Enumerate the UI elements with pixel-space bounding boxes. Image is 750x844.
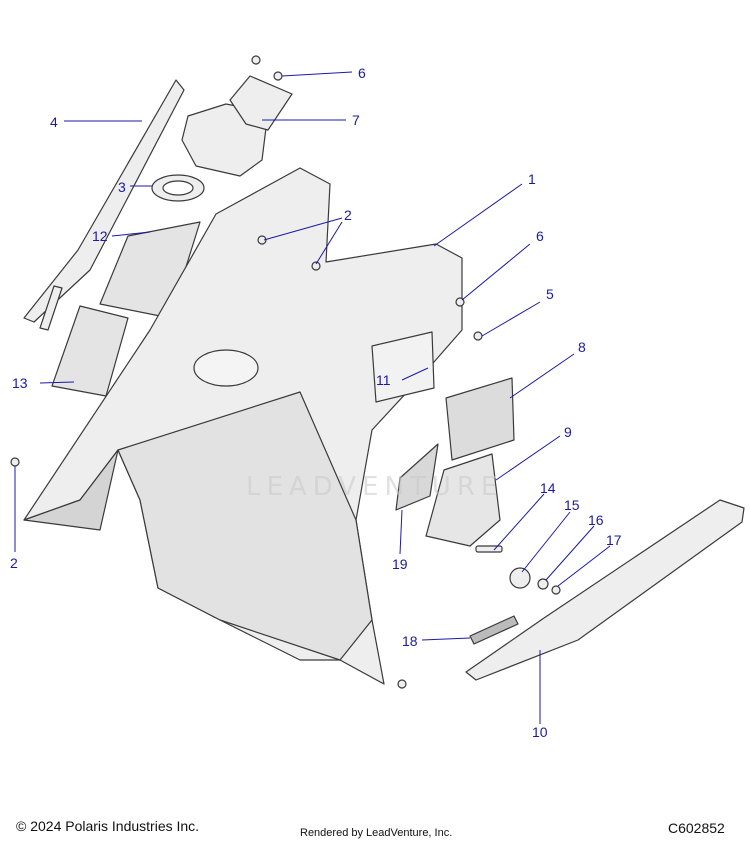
part-9-glove-box xyxy=(425,453,501,547)
part-14-bolt xyxy=(475,545,503,553)
leader-18 xyxy=(421,637,471,641)
part-17-nut xyxy=(551,585,561,595)
callout-13[interactable]: 13 xyxy=(12,375,28,391)
leader-6b xyxy=(461,243,531,301)
part-4-trim-strip xyxy=(23,79,185,323)
callout-1[interactable]: 1 xyxy=(528,171,536,187)
part-11-access-panel xyxy=(371,331,435,403)
leader-17 xyxy=(557,545,611,587)
leader-2a-2 xyxy=(315,221,343,265)
callout-10[interactable]: 10 xyxy=(532,724,548,740)
leader-11 xyxy=(401,367,429,381)
copyright-text: © 2024 Polaris Industries Inc. xyxy=(16,818,200,834)
leader-13 xyxy=(39,381,75,384)
leader-9 xyxy=(495,435,561,481)
leader-12 xyxy=(111,231,151,237)
part-1-left-leg xyxy=(23,449,119,531)
leader-6a xyxy=(281,71,353,77)
callout-2a[interactable]: 2 xyxy=(344,207,352,223)
leader-16 xyxy=(545,525,595,581)
callout-12[interactable]: 12 xyxy=(92,228,108,244)
fastener-2b xyxy=(10,457,20,467)
part-1-cup xyxy=(193,349,259,387)
callout-11[interactable]: 11 xyxy=(376,372,391,388)
watermark: LEADVENTURE xyxy=(246,472,504,502)
part-4-small-strip xyxy=(39,285,63,331)
leader-14 xyxy=(493,493,545,551)
part-16-washer xyxy=(537,578,549,590)
part-7-mount-arm xyxy=(229,75,293,131)
callout-17[interactable]: 17 xyxy=(606,532,622,548)
callout-4[interactable]: 4 xyxy=(50,114,58,130)
rendered-by-text: Rendered by LeadVenture, Inc. xyxy=(300,827,453,839)
leader-1 xyxy=(433,183,523,247)
callout-9[interactable]: 9 xyxy=(564,424,572,440)
leader-19 xyxy=(399,509,403,555)
callout-5[interactable]: 5 xyxy=(546,286,554,302)
part-8-vent xyxy=(445,377,515,461)
callout-16[interactable]: 16 xyxy=(588,512,604,528)
part-10-side-trim xyxy=(465,499,745,681)
part-19-cover xyxy=(395,443,439,511)
fastener-2a-1 xyxy=(257,235,267,245)
fastener-bottom xyxy=(397,679,407,689)
part-18-strip xyxy=(469,615,519,645)
fastener-5 xyxy=(473,331,483,341)
fastener-2a-2 xyxy=(311,261,321,271)
callout-2b[interactable]: 2 xyxy=(10,555,18,571)
callout-14[interactable]: 14 xyxy=(540,480,556,496)
callout-19[interactable]: 19 xyxy=(392,556,408,572)
fastener-6a xyxy=(273,71,283,81)
callout-6a[interactable]: 6 xyxy=(358,65,366,81)
part-1-lower-shade xyxy=(117,391,373,661)
part-3-ring-inner xyxy=(162,180,194,196)
leader-5 xyxy=(481,301,541,337)
callout-6b[interactable]: 6 xyxy=(536,228,544,244)
fastener-top xyxy=(251,55,261,65)
callout-3[interactable]: 3 xyxy=(118,179,126,195)
callout-18[interactable]: 18 xyxy=(402,633,418,649)
leader-2a-1 xyxy=(263,217,343,241)
leader-8 xyxy=(509,353,575,399)
callout-8[interactable]: 8 xyxy=(578,339,586,355)
callout-15[interactable]: 15 xyxy=(564,497,580,513)
diagram-code: C602852 xyxy=(668,820,725,836)
leader-15 xyxy=(521,511,571,573)
callout-7[interactable]: 7 xyxy=(352,112,360,128)
part-15-knob xyxy=(509,567,531,589)
